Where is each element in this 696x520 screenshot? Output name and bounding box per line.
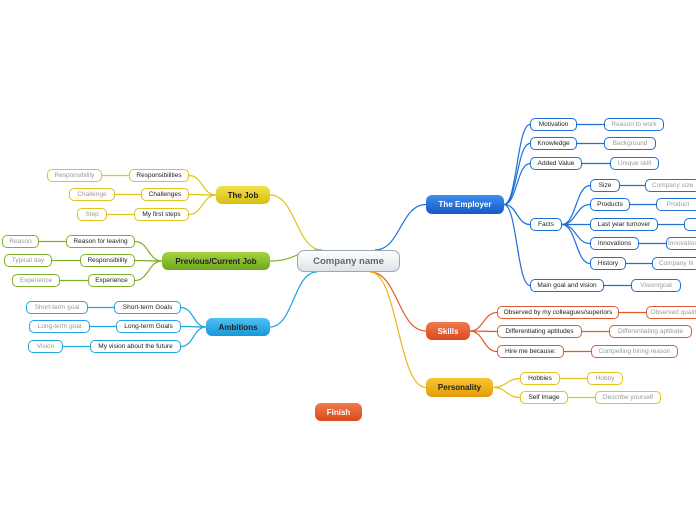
subtopic-hire-me[interactable]: Hire me because: xyxy=(497,345,564,358)
subtopic-long-term-goals[interactable]: Long-term Goals xyxy=(116,320,181,333)
subtopic-experience[interactable]: Experience xyxy=(88,274,135,287)
connector-topic-personality xyxy=(369,271,427,389)
connector-subtopic-reason-for-leaving xyxy=(134,240,163,262)
finish-topic[interactable]: Finish xyxy=(315,403,362,421)
subtopic-main-goal[interactable]: Main goal and vision xyxy=(530,279,604,292)
connector-fact-products xyxy=(561,203,591,226)
leaf-challenge[interactable]: Challenge xyxy=(69,188,115,201)
connector-subtopic-vision-future xyxy=(180,326,207,348)
leaf-turnover[interactable] xyxy=(684,218,696,231)
fact-last-year-turnover[interactable]: Last year turnover xyxy=(590,218,658,231)
leaf-reason-to-work[interactable]: Reason to work xyxy=(604,118,664,131)
connector-subtopic-experience xyxy=(134,260,163,282)
connector-subtopic-self-image xyxy=(492,386,521,399)
connector-subtopic-observed xyxy=(469,311,498,332)
connector-topic-the-employer xyxy=(374,203,427,251)
leaf-observed-quality[interactable]: Observed quality xyxy=(646,306,696,319)
leaf-compelling-reason[interactable]: Compelling hiring reason xyxy=(591,345,678,358)
connector-subtopic-added-value xyxy=(503,162,531,206)
leaf-differentiating-aptitude[interactable]: Differentiating aptitude xyxy=(609,325,692,338)
leaf-background[interactable]: Background xyxy=(604,137,656,150)
subtopic-motivation[interactable]: Motivation xyxy=(530,118,577,131)
subtopic-added-value[interactable]: Added Value xyxy=(530,157,582,170)
leaf-reason[interactable]: Reason xyxy=(2,235,39,248)
subtopic-vision-future[interactable]: My vision about the future xyxy=(90,340,181,353)
topic-the-employer[interactable]: The Employer xyxy=(426,195,504,214)
topic-personality[interactable]: Personality xyxy=(426,378,493,397)
leaf-product[interactable]: Product xyxy=(656,198,696,211)
connector-topic-skills xyxy=(369,271,427,332)
leaf-vision-goal[interactable]: Vision/goal xyxy=(631,279,681,292)
leaf-experience[interactable]: Experience xyxy=(12,274,60,287)
connector-subtopic-knowledge xyxy=(503,142,531,206)
leaf-unique-skill[interactable]: Unique skill xyxy=(610,157,659,170)
subtopic-knowledge[interactable]: Knowledge xyxy=(530,137,577,150)
topic-skills[interactable]: Skills xyxy=(426,322,470,340)
subtopic-self-image[interactable]: Self Image xyxy=(520,391,568,404)
fact-innovations[interactable]: Innovations xyxy=(590,237,639,250)
connector-subtopic-hire-me xyxy=(469,330,498,353)
connector-fact-history xyxy=(561,223,591,265)
topic-ambitions[interactable]: Ambitions xyxy=(206,318,270,336)
topic-previous-current-job[interactable]: Previous/Current Job xyxy=(162,252,270,270)
subtopic-responsibilities[interactable]: Responsibilities xyxy=(129,169,189,182)
leaf-vision[interactable]: Vision xyxy=(28,340,63,353)
subtopic-facts[interactable]: Facts xyxy=(530,218,562,231)
leaf-hobby[interactable]: Hobby xyxy=(587,372,623,385)
connector-subtopic-challenges xyxy=(188,193,217,196)
connector-subtopic-responsibility xyxy=(134,259,163,262)
central-topic[interactable]: Company name xyxy=(297,250,400,272)
leaf-typical-day[interactable]: Typical day xyxy=(4,254,52,267)
topic-the-job[interactable]: The Job xyxy=(216,186,270,204)
subtopic-short-term-goals[interactable]: Short-term Goals xyxy=(114,301,181,314)
leaf-company-size[interactable]: Company size xyxy=(645,179,696,192)
connector-subtopic-main-goal xyxy=(503,203,531,287)
subtopic-challenges[interactable]: Challenges xyxy=(141,188,189,201)
subtopic-observed[interactable]: Observed by my colleagues/superiors xyxy=(497,306,619,319)
connector-subtopic-facts xyxy=(503,203,531,226)
leaf-company-history[interactable]: Company N xyxy=(652,257,696,270)
connector-subtopic-long-term-goals xyxy=(180,325,207,328)
subtopic-first-steps[interactable]: My first steps xyxy=(134,208,189,221)
subtopic-responsibility[interactable]: Responsibility xyxy=(80,254,135,267)
leaf-long-term-goal[interactable]: Long-term goal xyxy=(29,320,90,333)
connector-subtopic-responsibilities xyxy=(188,174,217,196)
connector-topic-the-job xyxy=(269,194,323,251)
fact-products[interactable]: Products xyxy=(590,198,630,211)
leaf-innovation[interactable]: Innovation xyxy=(666,237,696,250)
leaf-describe-yourself[interactable]: Describe yourself xyxy=(595,391,661,404)
connector-fact-size xyxy=(561,184,591,226)
connector-fact-innovations xyxy=(561,223,591,245)
connector-subtopic-short-term-goals xyxy=(180,306,207,328)
connector-topic-ambitions xyxy=(269,271,318,328)
fact-history[interactable]: History xyxy=(590,257,626,270)
subtopic-reason-for-leaving[interactable]: Reason for leaving xyxy=(66,235,135,248)
leaf-responsibility[interactable]: Responsibility xyxy=(47,169,102,182)
leaf-step[interactable]: Step xyxy=(77,208,107,221)
fact-size[interactable]: Size xyxy=(590,179,620,192)
connector-subtopic-hobbies xyxy=(492,377,521,389)
leaf-short-term-goal[interactable]: Short-term goal xyxy=(26,301,88,314)
subtopic-differentiating[interactable]: Differentiating aptitudes xyxy=(497,325,582,338)
subtopic-hobbies[interactable]: Hobbies xyxy=(520,372,560,385)
connector-subtopic-first-steps xyxy=(188,194,217,216)
